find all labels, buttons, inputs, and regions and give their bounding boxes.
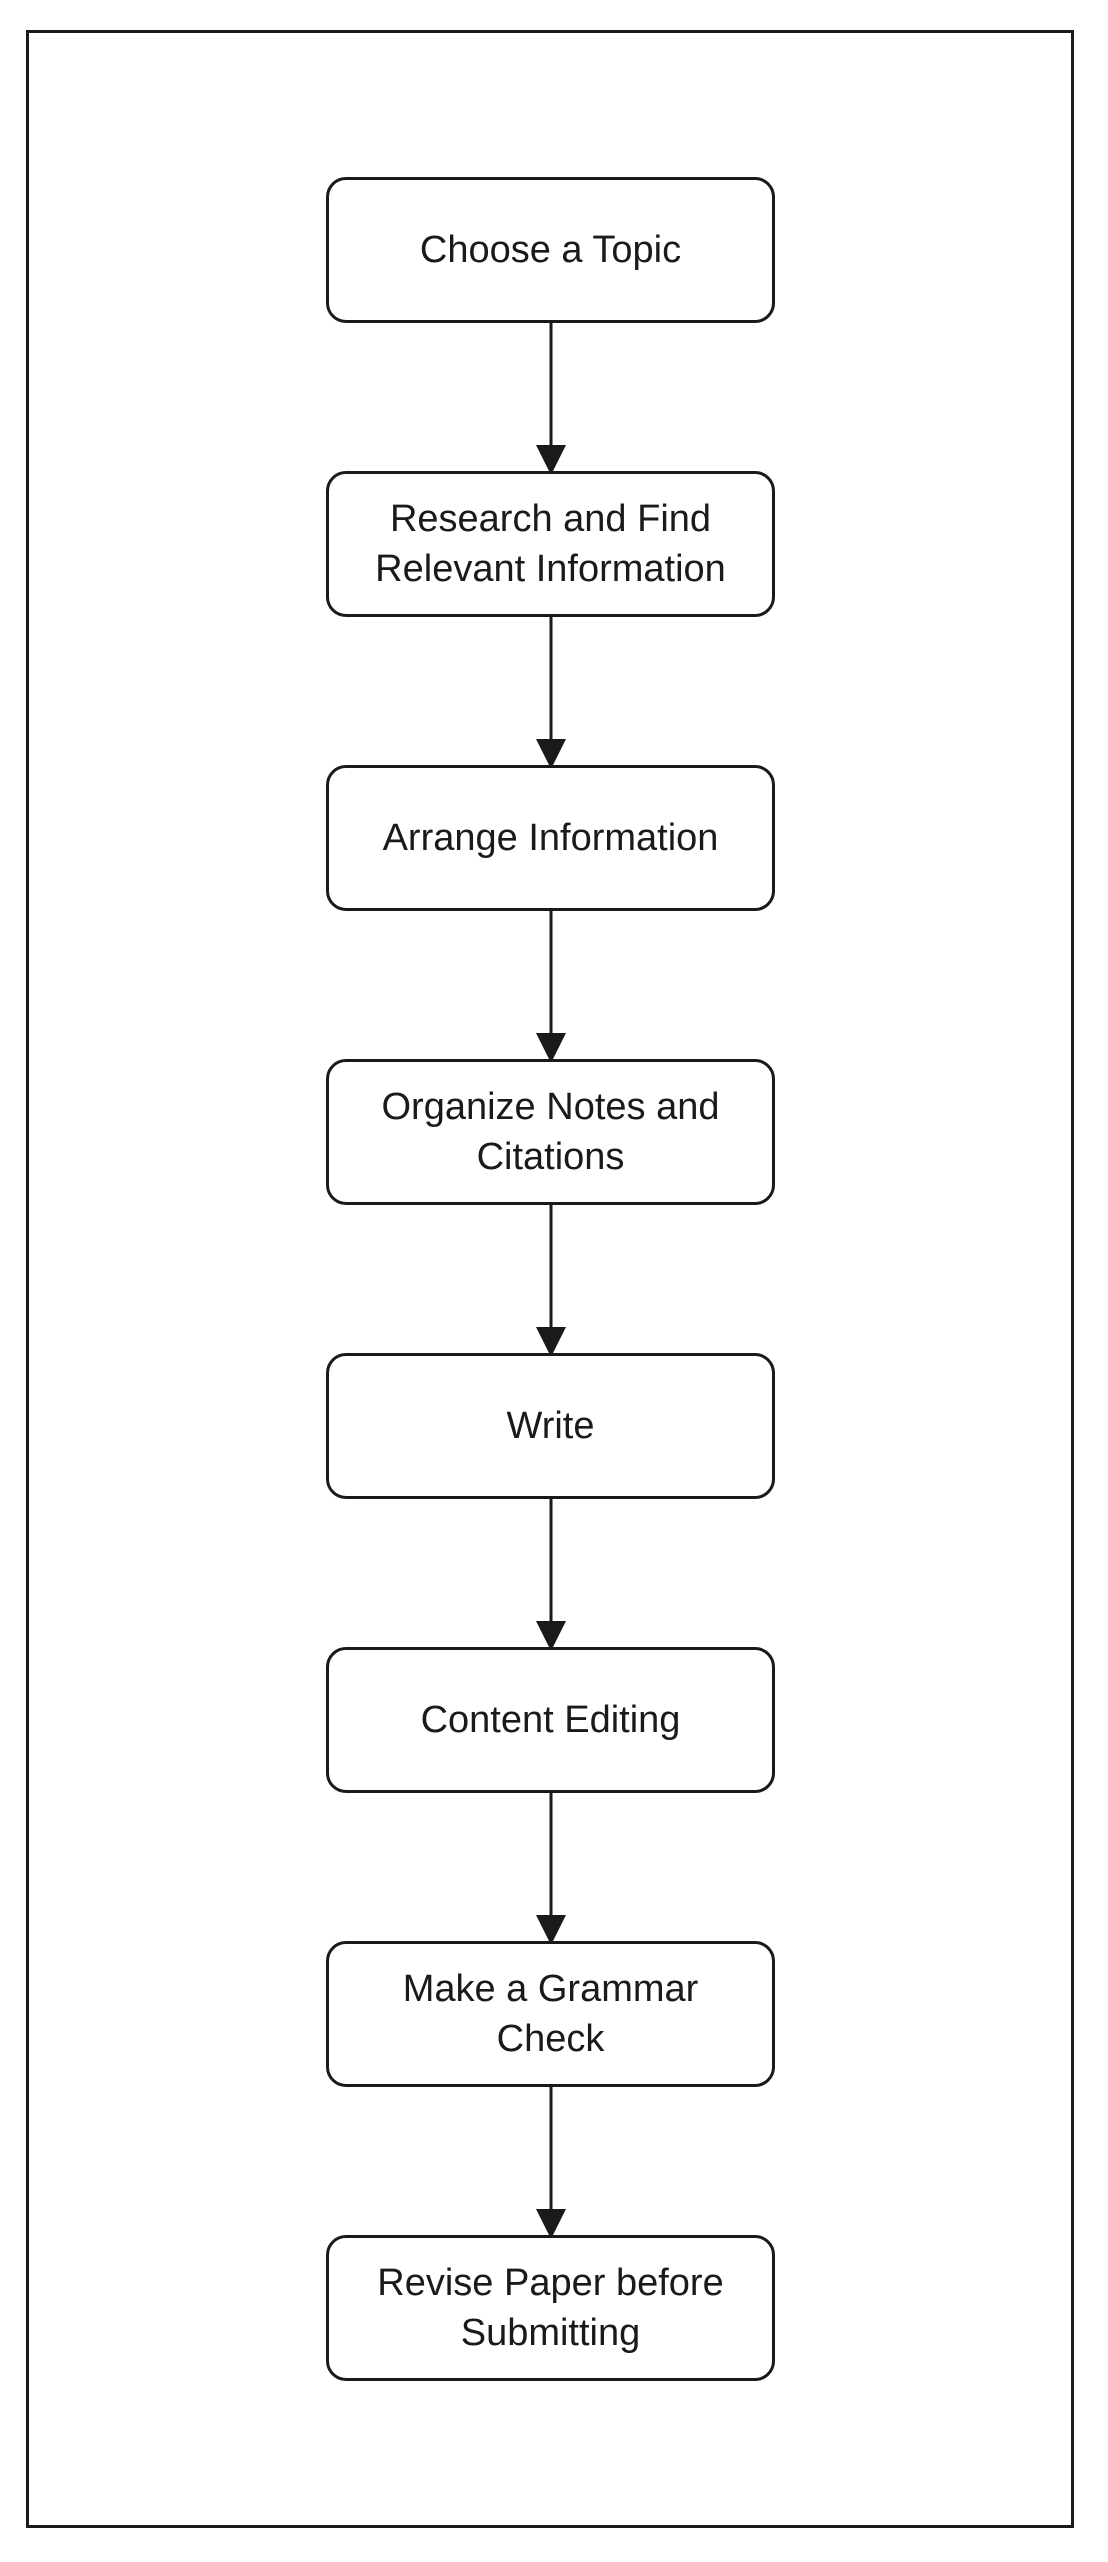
diagram-frame bbox=[26, 30, 1074, 2528]
step-label: Content Editing bbox=[420, 1699, 681, 1741]
step-label: Research and Find Relevant Information bbox=[375, 498, 726, 590]
step-box-organize: Organize Notes and Citations bbox=[326, 1059, 775, 1205]
step-box-choose-topic: Choose a Topic bbox=[326, 177, 775, 323]
step-box-content-editing: Content Editing bbox=[326, 1647, 775, 1793]
step-box-arrange: Arrange Information bbox=[326, 765, 775, 911]
step-box-grammar-check: Make a Grammar Check bbox=[326, 1941, 775, 2087]
step-label: Arrange Information bbox=[382, 817, 719, 859]
step-label: Choose a Topic bbox=[419, 229, 682, 271]
step-label: Organize Notes and Citations bbox=[381, 1086, 720, 1178]
step-box-revise: Revise Paper before Submitting bbox=[326, 2235, 775, 2381]
step-box-write: Write bbox=[326, 1353, 775, 1499]
step-label: Revise Paper before Submitting bbox=[377, 2262, 724, 2354]
step-box-research: Research and Find Relevant Information bbox=[326, 471, 775, 617]
step-label: Make a Grammar Check bbox=[402, 1968, 699, 2060]
step-label: Write bbox=[506, 1405, 595, 1447]
